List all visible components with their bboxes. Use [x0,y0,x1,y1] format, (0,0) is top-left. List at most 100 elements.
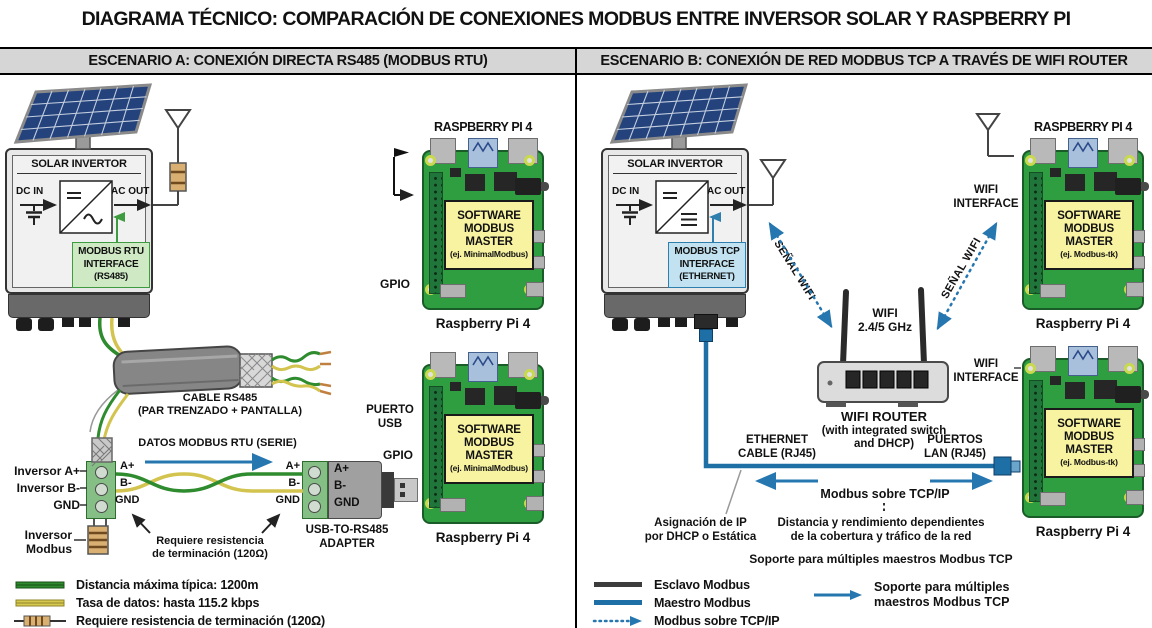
gpio-header-icon [429,172,443,294]
legend-item: Tasa de datos: hasta 115.2 kbps [14,594,325,612]
usb3-port-icon [1068,346,1098,376]
rule [17,173,141,174]
wire-b-left: B- [120,477,132,489]
blue-line-icon [594,600,642,605]
legend-b: Esclavo Modbus Maestro Modbus Modbus sob… [592,576,780,628]
usb-port-icon [1030,138,1056,164]
raspberry-pi-board: SOFTWARE MODBUS MASTER (ej. Modbus-tk) [1018,138,1149,314]
inverter-title-a: SOLAR INVERTOR [31,158,127,170]
usb3-port-icon [1068,138,1098,168]
chip-icon [465,388,485,405]
cable-gland-icon [634,318,650,331]
gpio-header-icon [429,386,443,508]
power-port-icon [1126,490,1144,505]
gpio-label-bottom: GPIO [383,448,414,462]
rule [613,173,737,174]
raspberry-pi-board: SOFTWARE MODBUS MASTER (ej. MinimalModbu… [418,352,549,528]
screw-icon [308,483,321,496]
mount-hole-icon [1124,363,1135,374]
chip-icon [1065,174,1085,191]
rs485-cable-icon [112,345,332,396]
raspberry-pi-b-top: RASPBERRY PI 4 SOFTWARE MODBUS MASTER (e… [1018,120,1149,334]
soc-chip-icon [1094,172,1117,191]
usb-connector-icon [394,478,418,502]
adapter-b-label: B- [334,480,347,492]
usb-port-icon [430,352,456,378]
software-modbus-master-box: SOFTWARE MODBUS MASTER (ej. MinimalModbu… [444,200,534,270]
software-modbus-master-box: SOFTWARE MODBUS MASTER (ej. MinimalModbu… [444,414,534,484]
raspberry-pi-b-bottom: SOFTWARE MODBUS MASTER (ej. Modbus-tk) R… [1018,328,1149,542]
rpi-caption: Raspberry Pi 4 [1035,316,1131,331]
ac-out-label-a: AC OUT [111,186,150,197]
audio-jack-icon [515,392,541,409]
connector-icon [675,318,687,327]
chip-icon [1050,376,1061,385]
cable-gland-icon [38,318,54,331]
wire-a-right: A+ [285,460,300,472]
cable-gland-icon [16,318,32,331]
modbus-rtu-interface-box: MODBUS RTU INTERFACE (RS485) [72,242,150,288]
inverter-base-a [8,294,150,318]
inverter-title-b: SOLAR INVERTOR [627,158,723,170]
chip-icon [1050,168,1061,177]
wire-a-left: A+ [120,460,135,472]
screw-icon [95,500,108,513]
legend-item: Maestro Modbus [592,594,779,612]
rj45-plug-icon [699,329,713,342]
mount-hole-icon [425,155,436,166]
inversor-a-label: Inversor A+ [14,464,80,478]
ethernet-cable-label: ETHERNET CABLE (RJ45) [738,434,816,460]
audio-jack-tip-icon [1141,182,1149,191]
rpi-heading: RASPBERRY PI 4 [434,120,532,134]
wire-b-right: B- [288,477,300,489]
audio-jack-tip-icon [541,182,549,191]
legend-item: Requiere resistencia de terminación (120… [14,612,325,628]
soc-chip-icon [494,386,517,405]
soc-chip-icon [494,172,517,191]
chip-icon [1065,382,1085,399]
audio-jack-tip-icon [541,396,549,405]
wire-gnd-left: GND [115,494,140,506]
camera-connector-icon [1040,284,1066,298]
inversor-b-label: Inversor B- [16,481,80,495]
connector-icon [726,318,738,327]
chip-icon [465,174,485,191]
scenario-divider [575,47,577,628]
rs485-b-wire [115,472,303,493]
raspberry-pi-a-top: RASPBERRY PI 4 SOFTWARE MODBUS MASTER (e… [418,120,549,334]
antenna-b-icon [749,159,787,206]
raspberry-pi-board: SOFTWARE MODBUS MASTER (ej. MinimalModbu… [418,138,549,314]
usb-pin-icon [400,483,405,488]
yellow-line-icon [15,599,65,607]
power-port-icon [526,282,544,297]
gnd-label: GND [53,498,80,512]
camera-connector-icon [1040,492,1066,506]
rpi-heading: RASPBERRY PI 4 [1034,120,1132,134]
audio-jack-icon [1115,386,1141,403]
cable-braid-icon [239,353,273,388]
connector-icon [118,318,130,327]
chip-icon [450,168,461,177]
usb-to-rs485-label: USB-TO-RS485 ADAPTER [305,524,389,550]
legend-b-arrow: Soporte para múltiples maestros Modbus T… [812,580,1009,610]
rs485-a-wire [115,472,303,493]
dc-in-label-b: DC IN [612,186,640,197]
mount-hole-icon [1124,155,1135,166]
asignacion-pointer-line [725,469,742,515]
mount-hole-icon [524,369,535,380]
power-port-icon [1126,282,1144,297]
distancia-label: Distancia y rendimiento dependientes de … [777,517,985,543]
antenna-a-icon [153,109,192,206]
cable-rs485-label: CABLE RS485 (PAR TRENZADO + PANTALLA) [137,392,303,418]
screw-icon [308,500,321,513]
rpi-caption: Raspberry Pi 4 [435,316,531,331]
wifi-ghz-label: WIFI 2.4/5 GHz [857,306,913,335]
usb-rs485-adapter-body [328,461,382,519]
requiere-resistencia-label: Requiere resistencia de terminación (120… [152,535,268,561]
senal-wifi-left-label: SEÑAL WIFI [771,238,818,303]
page-title: DIAGRAMA TÉCNICO: COMPARACIÓN DE CONEXIO… [81,8,1071,30]
cable-gland-icon [612,318,628,331]
inversor-modbus-label: Inversor Modbus [24,528,72,557]
power-port-icon [526,496,544,511]
